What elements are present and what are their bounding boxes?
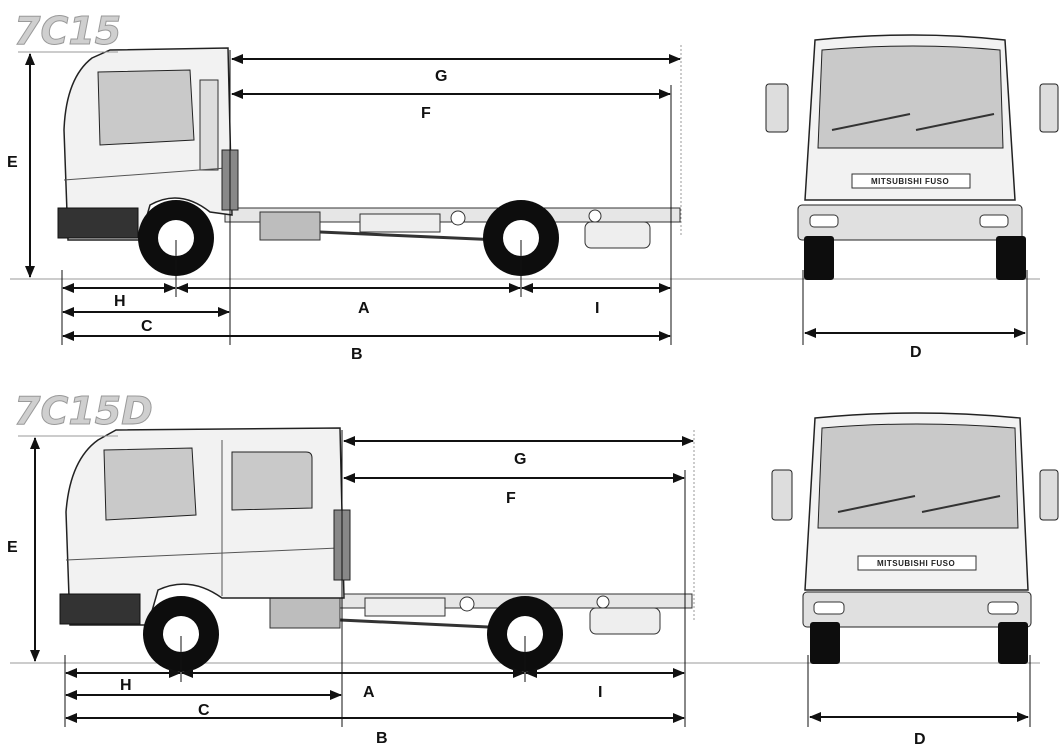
dimension-e-label: E	[7, 539, 18, 556]
front-view-7c15: MITSUBISHI FUSO D	[765, 34, 1059, 361]
dimension-b-label: B	[376, 730, 388, 747]
dimension-a-label: A	[358, 300, 370, 317]
model-badge-7c15d: 7C15D	[14, 389, 153, 433]
dimension-b-label: B	[351, 346, 363, 363]
dimension-d-label: D	[914, 731, 926, 748]
dimension-g-label: G	[435, 68, 447, 85]
dimension-i-label: I	[598, 684, 602, 701]
front-grille-text: MITSUBISHI FUSO	[877, 559, 955, 568]
side-view-7c15: 7C15	[7, 9, 1040, 363]
model-badge-7c15: 7C15	[14, 9, 121, 53]
rear-wheel	[483, 200, 559, 276]
dimension-g-label: G	[514, 451, 526, 468]
dimension-e-label: E	[7, 154, 18, 171]
dimension-h-label: H	[120, 677, 132, 694]
front-grille-text: MITSUBISHI FUSO	[871, 177, 949, 186]
cab-double	[59, 427, 351, 626]
chassis-frame	[224, 207, 681, 249]
front-wheel	[143, 596, 219, 672]
dimension-f-label: F	[421, 105, 431, 122]
chassis-frame	[269, 593, 693, 635]
dimension-c-label: C	[198, 702, 210, 719]
dimension-d-label: D	[910, 344, 922, 361]
rear-wheel	[487, 596, 563, 672]
front-wheel	[138, 200, 214, 276]
dimension-h-label: H	[114, 293, 126, 310]
front-view-7c15d: MITSUBISHI FUSO D	[771, 412, 1059, 748]
dimension-c-label: C	[141, 318, 153, 335]
dimension-i-label: I	[595, 300, 599, 317]
side-view-7c15d: 7C15D	[7, 389, 1040, 747]
dimension-f-label: F	[506, 490, 516, 507]
dimension-a-label: A	[363, 684, 375, 701]
cab-single	[57, 47, 239, 241]
